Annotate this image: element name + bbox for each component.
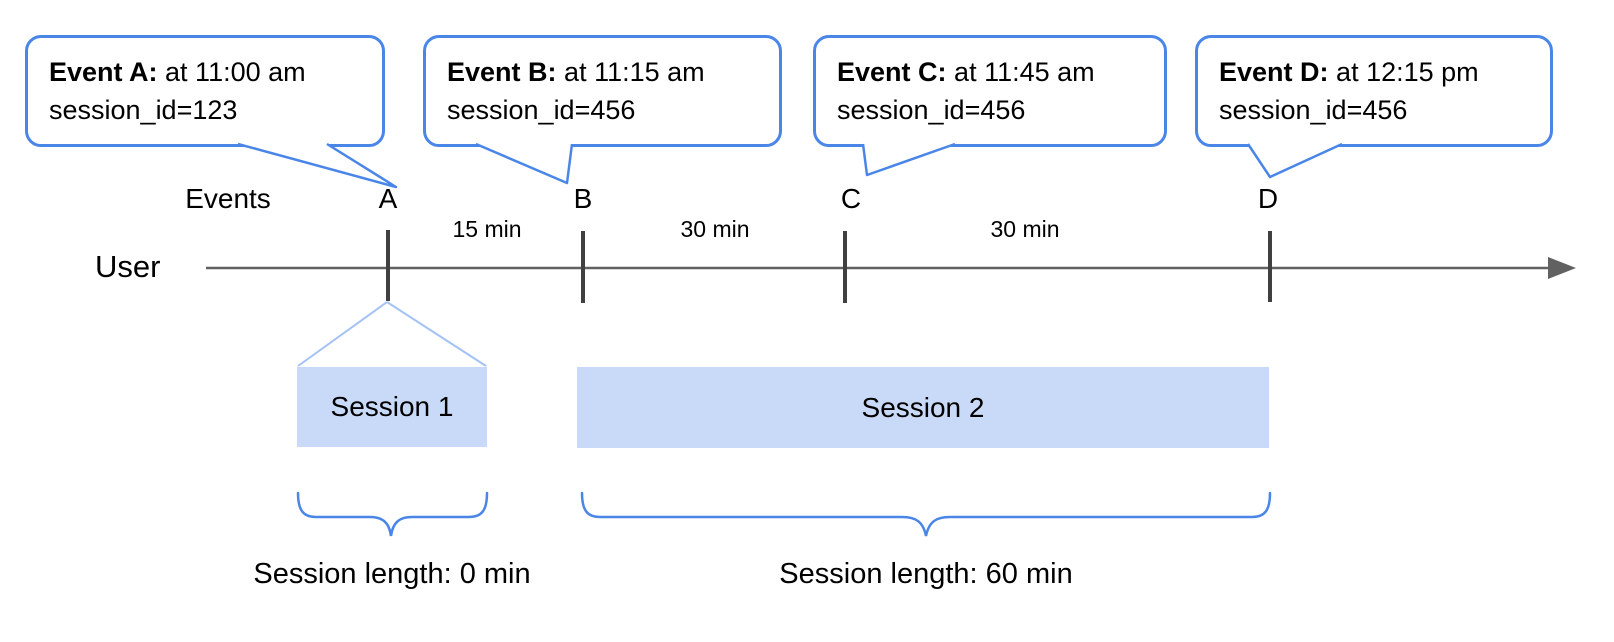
timeline-arrowhead-icon bbox=[1548, 257, 1576, 279]
event-d-time: at 12:15 pm bbox=[1336, 57, 1479, 87]
event-d-callout-tail-icon bbox=[1246, 142, 1343, 179]
interval-label-b-c: 30 min bbox=[680, 216, 750, 242]
event-b-callout: Event B: at 11:15 am session_id=456 bbox=[423, 35, 782, 147]
event-letter-c: C bbox=[840, 183, 862, 214]
event-a-time: at 11:00 am bbox=[165, 57, 306, 87]
event-c-callout-tail-icon bbox=[861, 142, 956, 177]
session-1-connector-left-line bbox=[297, 301, 388, 367]
session-1-connector-right-line bbox=[386, 301, 487, 367]
session-1-length-label: Session length: 0 min bbox=[253, 558, 531, 590]
event-a-callout: Event A: at 11:00 am session_id=123 bbox=[25, 35, 385, 147]
event-letter-a: A bbox=[378, 183, 398, 214]
event-c-title: Event C: bbox=[837, 57, 947, 87]
interval-label-c-d: 30 min bbox=[990, 216, 1060, 242]
event-c-session-id: session_id=456 bbox=[837, 95, 1026, 125]
event-b-callout-tail-icon bbox=[475, 142, 574, 185]
event-a-session-id: session_id=123 bbox=[49, 95, 238, 125]
event-d-session-id: session_id=456 bbox=[1219, 95, 1408, 125]
session-2-label: Session 2 bbox=[861, 391, 985, 423]
session-1-label: Session 1 bbox=[330, 391, 454, 422]
session-1-brace-icon bbox=[296, 491, 489, 537]
session-2-bar: Session 2 bbox=[577, 367, 1269, 448]
event-b-title: Event B: bbox=[447, 57, 557, 87]
session-1-bar: Session 1 bbox=[297, 367, 487, 447]
event-d-title: Event D: bbox=[1219, 57, 1329, 87]
event-a-title: Event A: bbox=[49, 57, 158, 87]
session-2-brace-icon bbox=[580, 491, 1272, 537]
session-2-length-label: Session length: 60 min bbox=[779, 558, 1073, 590]
event-c-time: at 11:45 am bbox=[954, 57, 1095, 87]
event-a-callout-tail-icon bbox=[237, 142, 398, 189]
event-c-callout: Event C: at 11:45 am session_id=456 bbox=[813, 35, 1167, 147]
events-row-label: Events bbox=[185, 183, 271, 214]
event-b-time: at 11:15 am bbox=[564, 57, 705, 87]
event-letter-b: B bbox=[573, 183, 593, 214]
event-b-session-id: session_id=456 bbox=[447, 95, 636, 125]
event-d-callout: Event D: at 12:15 pm session_id=456 bbox=[1195, 35, 1553, 147]
event-letter-d: D bbox=[1257, 183, 1279, 214]
interval-label-a-b: 15 min bbox=[452, 216, 522, 242]
user-axis-label: User bbox=[95, 249, 161, 284]
